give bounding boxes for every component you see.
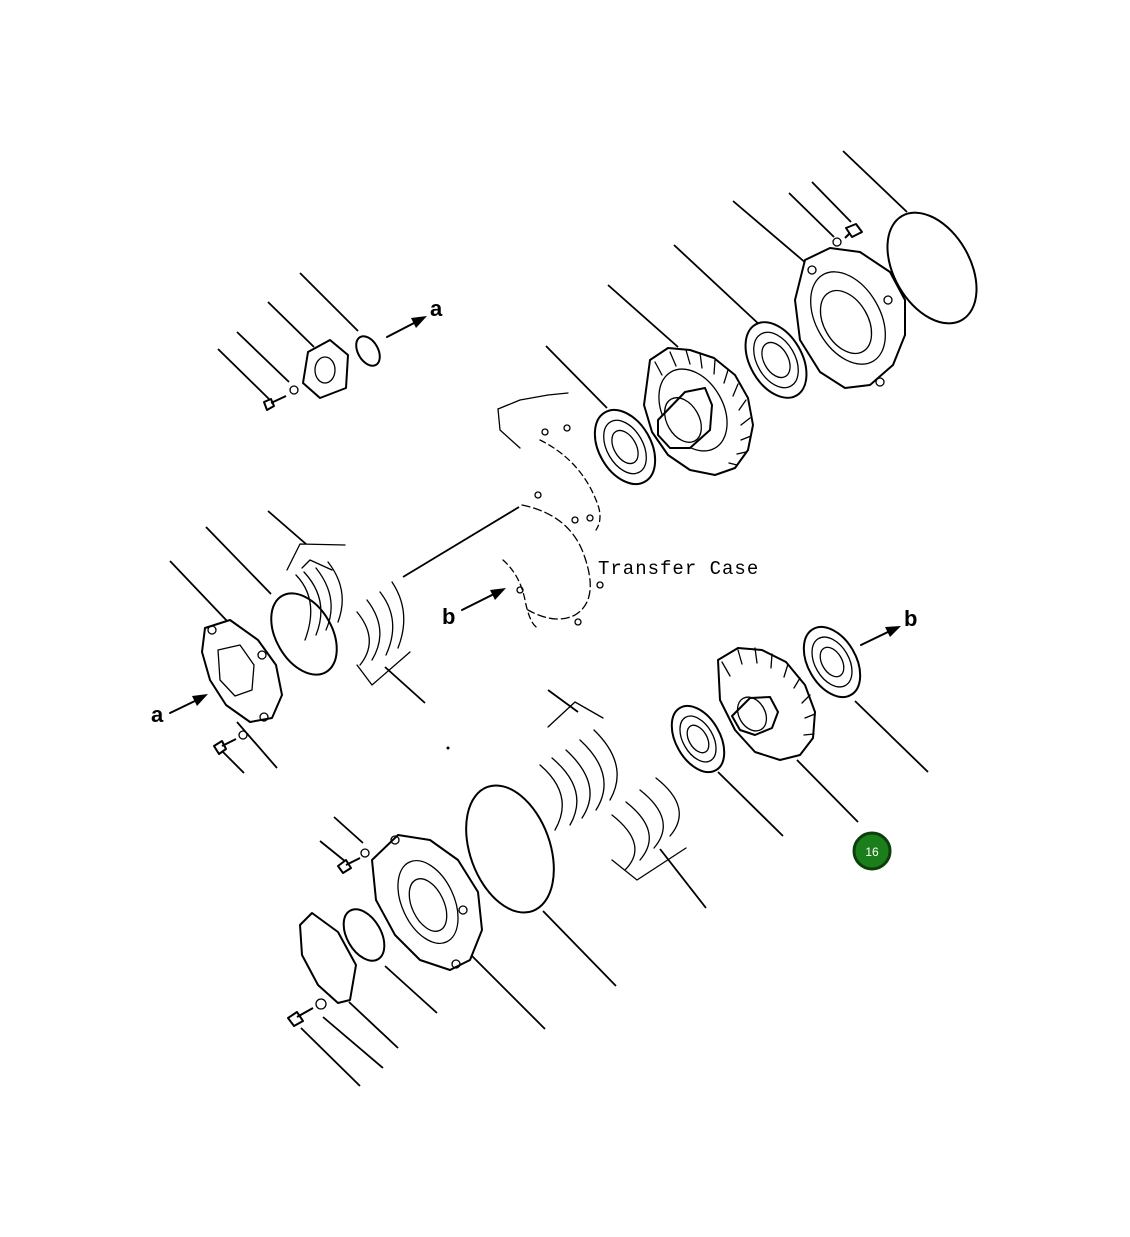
- lower-small-o-ring: [342, 908, 386, 962]
- ref-label-b-left: b: [442, 604, 455, 629]
- lower-gear-train: [670, 625, 862, 774]
- reference-arrows: a b a b: [151, 296, 917, 727]
- upper-bearing-housing: [794, 247, 906, 389]
- ref-label-a-left: a: [151, 702, 164, 727]
- upper-gear: [643, 347, 754, 476]
- middle-shim-packs: [286, 543, 411, 686]
- lower-bearing-left: [670, 704, 726, 774]
- ref-label-a-top: a: [430, 296, 443, 321]
- large-o-ring-top: [886, 211, 978, 325]
- transfer-case-label: Transfer Case: [598, 558, 759, 580]
- lower-cover-plate: [299, 912, 357, 1004]
- lower-shim-packs: [539, 701, 687, 881]
- lower-washer-top: [360, 848, 370, 858]
- callout-badge-16[interactable]: 16: [852, 831, 892, 871]
- top-gear-train: [593, 211, 978, 485]
- lower-bearing-right: [802, 625, 862, 699]
- ref-label-b-right: b: [904, 606, 917, 631]
- mid-o-ring: [270, 592, 338, 676]
- mid-cover-plate: [201, 619, 283, 723]
- upper-bearing-right: [744, 321, 808, 399]
- housing-bolt: [844, 223, 863, 239]
- lower-bearing-housing: [371, 834, 483, 971]
- small-o-ring: [355, 335, 381, 367]
- lower-bolt-bottom: [287, 1007, 314, 1027]
- top-washer: [289, 385, 299, 395]
- upper-bearing-left: [593, 409, 657, 485]
- lower-housing-assembly: [287, 784, 555, 1027]
- callout-number: 16: [865, 845, 879, 859]
- middle-left-cover-assembly: [201, 592, 338, 755]
- mid-bolt: [213, 738, 237, 755]
- large-o-ring-bottom: [465, 784, 555, 914]
- leader-lines: [169, 150, 929, 1087]
- lower-washer-bottom: [315, 998, 327, 1010]
- top-left-cover-assembly: [263, 335, 381, 411]
- transfer-case-outline: Transfer Case: [497, 392, 759, 629]
- top-bolt: [263, 395, 287, 411]
- lower-gear: [717, 647, 816, 761]
- small-cover-plate: [302, 339, 349, 399]
- lower-bolt-top: [337, 857, 361, 874]
- housing-washer: [832, 237, 842, 247]
- mid-washer: [238, 730, 248, 740]
